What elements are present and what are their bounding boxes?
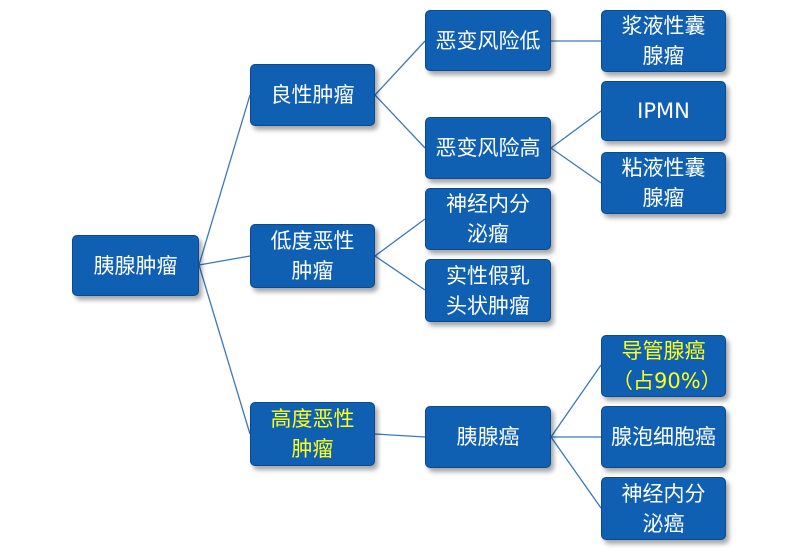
node-neuroendocrine-carcinoma: 神经内分泌癌 xyxy=(601,477,726,540)
node-high-malignant-tumor: 高度恶性肿瘤 xyxy=(250,402,375,466)
node-low-risk: 恶变风险低 xyxy=(425,10,551,71)
node-ductal-adenocarcinoma: 导管腺癌（占90%） xyxy=(601,335,726,397)
node-label: 高度恶性肿瘤 xyxy=(270,407,355,461)
connector-benign-highrisk xyxy=(374,94,426,149)
connector-benign-lowrisk xyxy=(374,40,426,96)
node-solid-pseudopapillary: 实性假乳头状肿瘤 xyxy=(425,259,551,322)
node-label: 浆液性囊腺瘤 xyxy=(621,14,706,68)
node-label: 恶变风险高 xyxy=(435,136,541,160)
node-label: 胰腺肿瘤 xyxy=(93,253,178,278)
node-serous-cystadenoma: 浆液性囊腺瘤 xyxy=(601,10,726,72)
node-mucinous-cystadenoma: 粘液性囊腺瘤 xyxy=(601,152,726,214)
connector-root-high xyxy=(198,264,251,435)
connector-highrisk-mucinous xyxy=(550,147,602,184)
node-label: 低度恶性肿瘤 xyxy=(270,229,355,283)
node-label: 神经内分泌癌 xyxy=(621,481,706,536)
node-label: 导管腺癌（占90%） xyxy=(612,339,722,393)
node-label: IPMN xyxy=(637,99,690,123)
node-benign-tumor: 良性肿瘤 xyxy=(250,64,375,126)
connector-low-neuro xyxy=(374,218,426,257)
node-ipmn: IPMN xyxy=(601,81,726,141)
node-high-risk: 恶变风险高 xyxy=(425,117,551,179)
node-label: 良性肿瘤 xyxy=(270,83,355,107)
connector-highrisk-ipmn xyxy=(550,110,602,149)
node-pancreatic-tumor: 胰腺肿瘤 xyxy=(72,235,199,296)
node-label: 实性假乳头状肿瘤 xyxy=(446,263,530,318)
node-neuroendocrine-tumor: 神经内分泌瘤 xyxy=(425,188,551,250)
node-acinar-cell-carcinoma: 腺泡细胞癌 xyxy=(601,406,726,468)
node-pancreatic-cancer: 胰腺癌 xyxy=(425,406,551,468)
connector-high-cancer xyxy=(374,433,426,438)
connector-cancer-ductal xyxy=(550,364,602,438)
connector-root-benign xyxy=(198,94,251,266)
node-label: 粘液性囊腺瘤 xyxy=(621,156,706,210)
node-label: 恶变风险低 xyxy=(435,28,541,53)
node-label: 腺泡细胞癌 xyxy=(611,425,716,449)
connector-root-low xyxy=(198,255,251,266)
node-label: 神经内分泌瘤 xyxy=(446,192,530,246)
connector-cancer-neuro xyxy=(550,436,602,509)
node-low-malignant-tumor: 低度恶性肿瘤 xyxy=(250,224,375,288)
node-label: 胰腺癌 xyxy=(456,425,520,449)
connector-low-solid xyxy=(374,255,426,291)
